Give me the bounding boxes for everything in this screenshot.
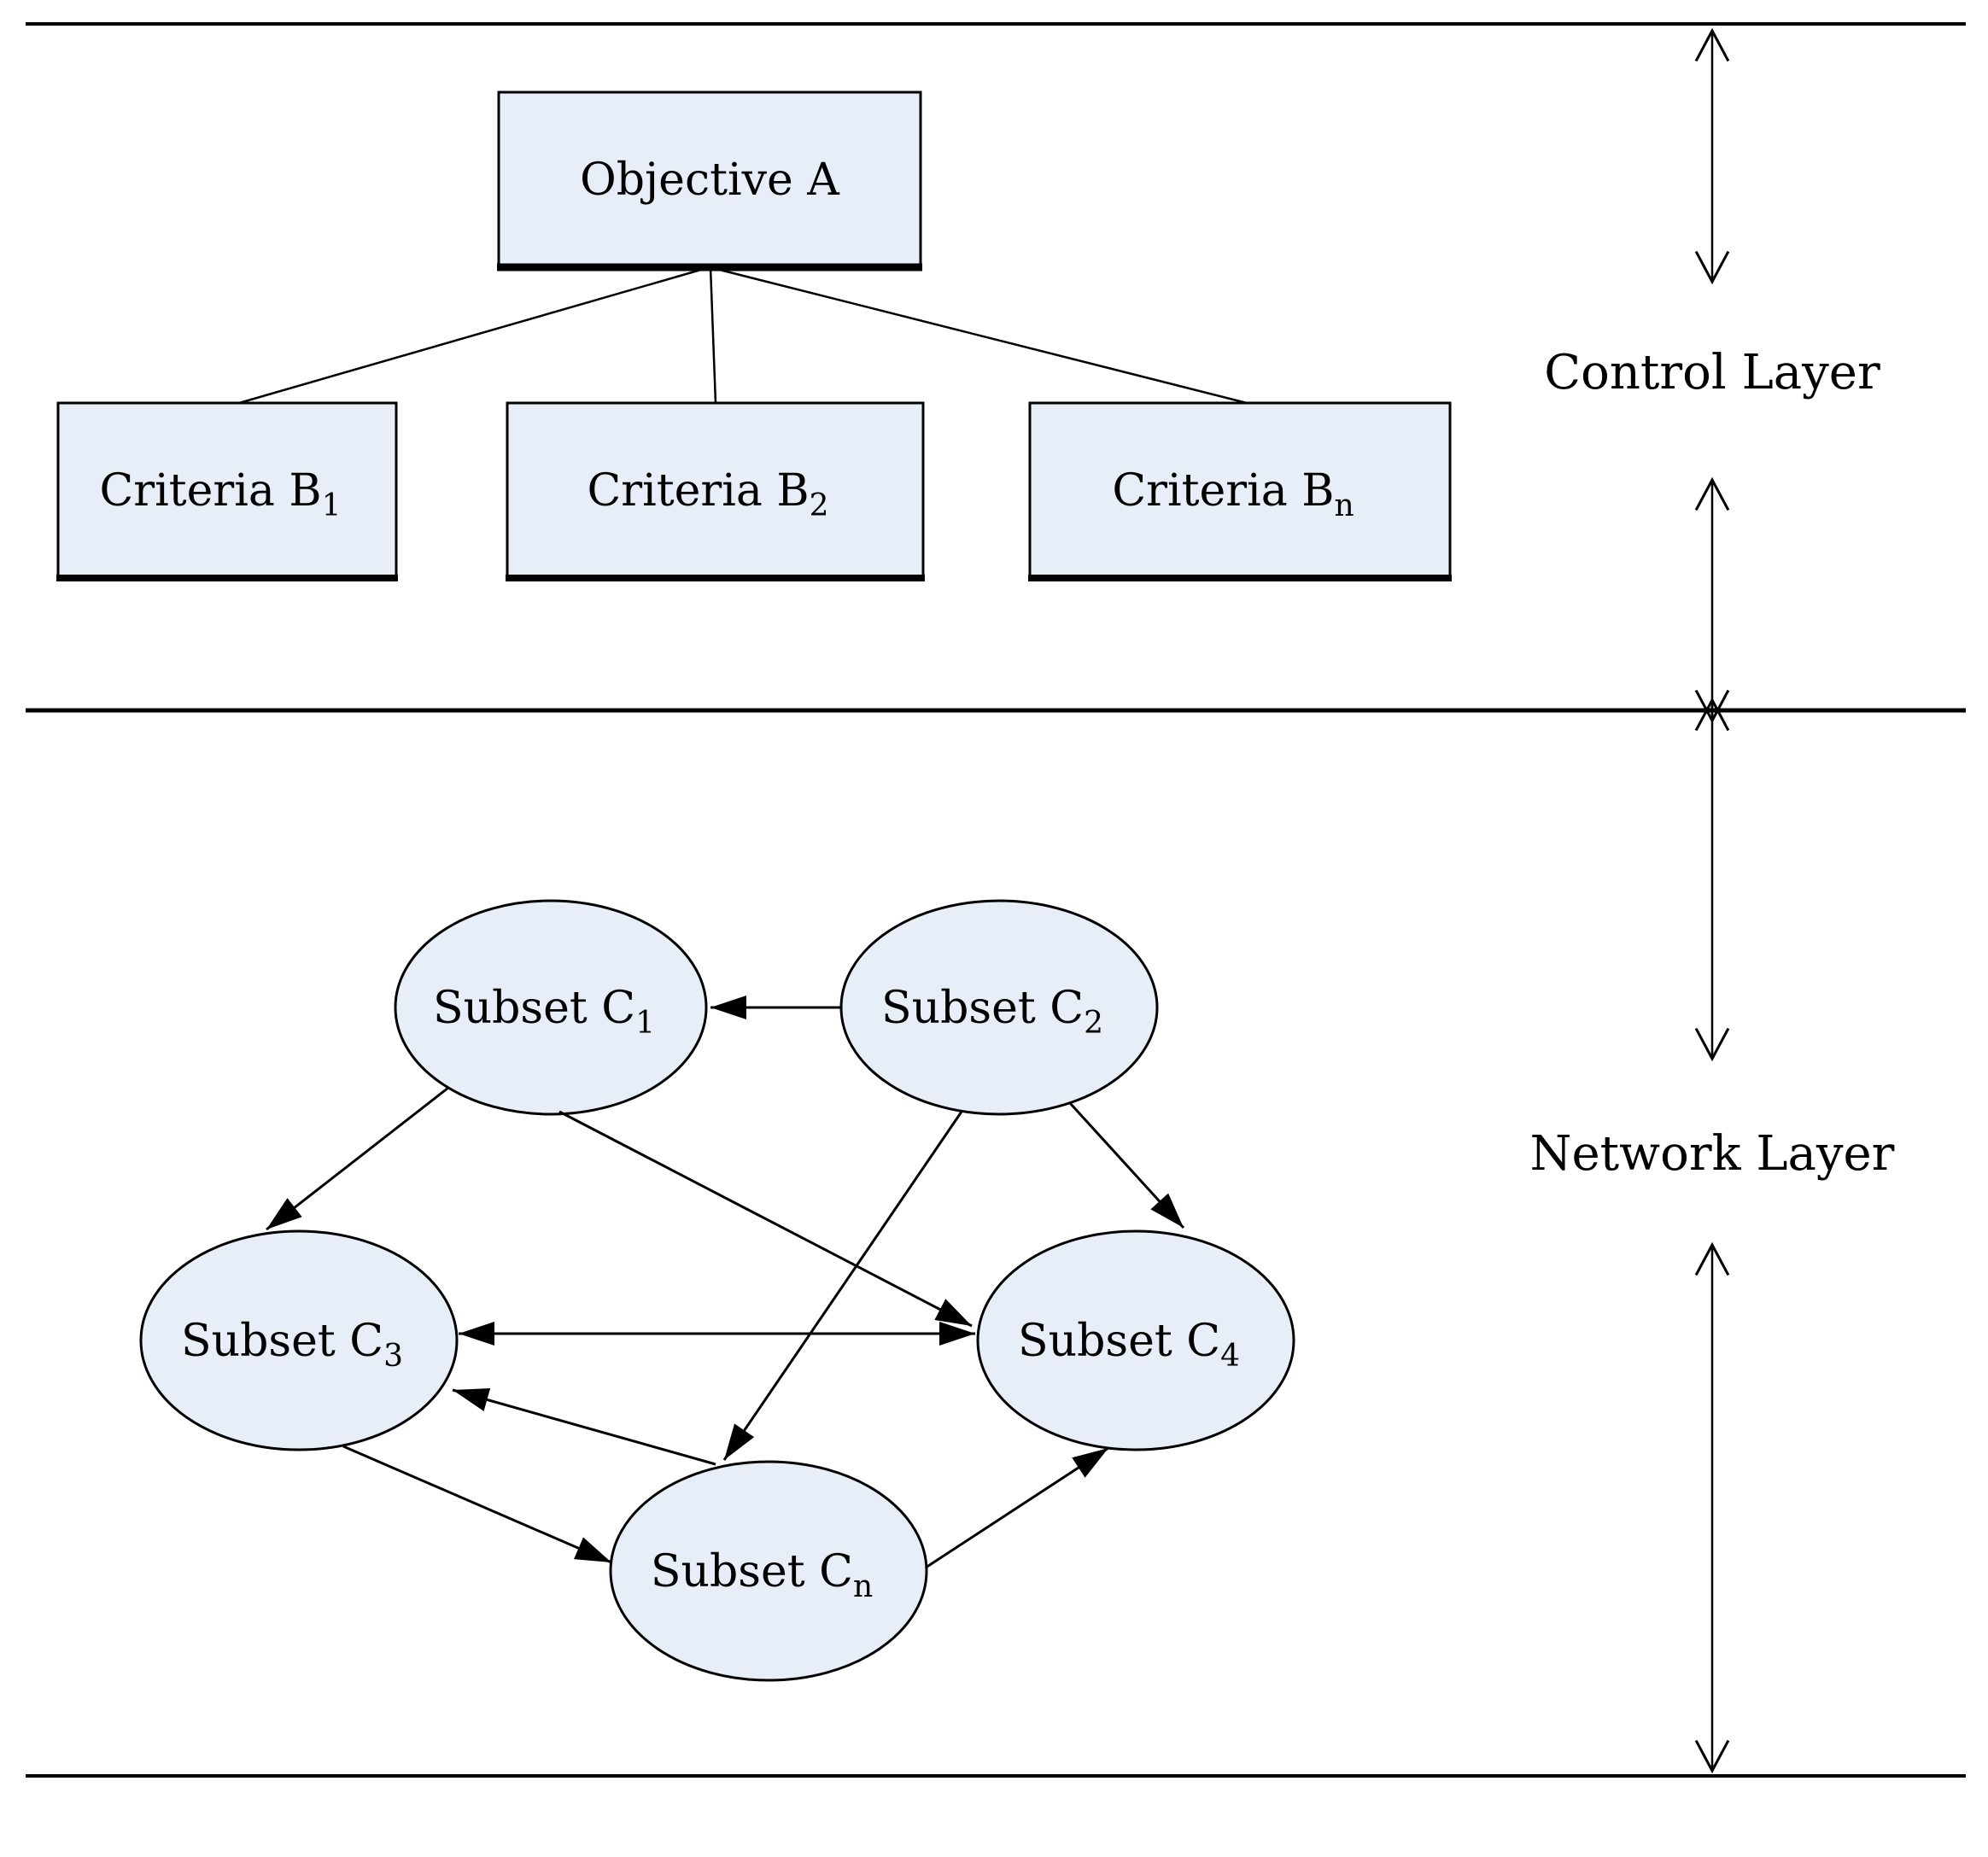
criteria-b1-label: Criteria B1 [99, 465, 341, 523]
connector-objective-to-criteriaN [709, 266, 1248, 405]
criteria-bn-label: Criteria Bn [1112, 465, 1354, 523]
arrow-c1-to-c4 [558, 1110, 973, 1328]
subset-c1-ellipse [394, 899, 708, 1116]
node-subset-c2: Subset C2 [839, 899, 1159, 1116]
subset-c3-label: Subset C3 [181, 1316, 403, 1374]
arrow-c2-to-c4 [1068, 1101, 1185, 1229]
criteria-b2-label: Criteria B2 [587, 465, 828, 523]
control-tree-connectors [238, 266, 1248, 405]
arrow-c2-to-cn [722, 1111, 963, 1461]
node-criteria-b2: Criteria B2 [506, 401, 925, 581]
subset-cn-label: Subset Cn [651, 1546, 873, 1604]
objective-a-label: Objective A [580, 155, 840, 206]
subset-c3-ellipse [139, 1229, 459, 1451]
node-subset-c4: Subset C4 [976, 1229, 1295, 1451]
network-layer-label: Network Layer [1530, 1126, 1895, 1182]
node-objective-a: Objective A [497, 91, 922, 272]
node-subset-c1: Subset C1 [394, 899, 708, 1116]
arrow-cn-to-c4 [925, 1446, 1109, 1569]
control-layer-label: Control Layer [1544, 345, 1880, 400]
node-criteria-b1: Criteria B1 [56, 401, 398, 581]
objective-a-box [497, 91, 922, 268]
criteria-b2-box [506, 401, 925, 578]
subset-c2-label: Subset C2 [881, 983, 1103, 1041]
subset-c1-label: Subset C1 [433, 983, 655, 1041]
criteria-bn-box [1028, 401, 1452, 578]
subset-cn-ellipse [609, 1460, 928, 1682]
network-arrows [266, 996, 1185, 1569]
arrow-c3-to-cn [342, 1445, 612, 1564]
subset-c4-ellipse [976, 1229, 1295, 1451]
arrow-cn-to-c3 [452, 1387, 716, 1466]
subset-c4-label: Subset C4 [1018, 1316, 1240, 1374]
connector-objective-to-criteria2 [709, 266, 717, 404]
node-subset-cn: Subset Cn [609, 1460, 928, 1682]
node-subset-c3: Subset C3 [139, 1229, 459, 1451]
node-criteria-bn: Criteria Bn [1028, 401, 1452, 581]
connector-objective-to-criteria1 [238, 266, 710, 405]
arrow-c1-to-c3 [266, 1086, 449, 1231]
